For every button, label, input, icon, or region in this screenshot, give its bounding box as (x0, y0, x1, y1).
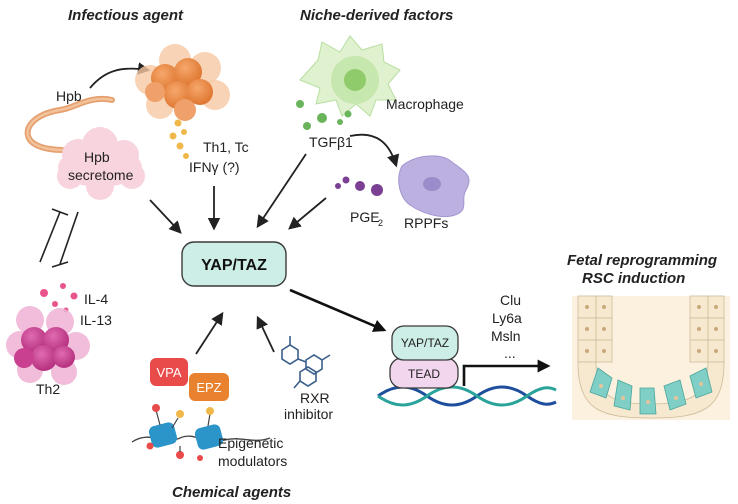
label-hpb-secretome-1: Hpb (84, 149, 110, 165)
tead-label: TEAD (408, 367, 440, 381)
arrow-tgfb1-to-yap (256, 153, 307, 229)
nucleosome-icon (131, 404, 271, 461)
label-th2: Th2 (36, 381, 60, 397)
label-epz: EPZ (196, 380, 221, 395)
label-epigenetic-1: Epigenetic (218, 435, 283, 451)
yap-taz-box (181, 241, 287, 287)
label-rxr-1: RXR (300, 390, 330, 406)
inhibition-lines (39, 208, 79, 268)
yap-taz-small-box (391, 325, 459, 361)
label-tgfb1: TGFβ1 (309, 134, 353, 150)
molecule-icon (169, 119, 189, 159)
molecule-icon (281, 336, 331, 389)
t-cell-cluster-icon (135, 44, 230, 121)
header-infectious-agent: Infectious agent (68, 7, 184, 24)
arrow-transcription (462, 359, 551, 386)
crypt-icon (572, 295, 730, 420)
label-th1-tc: Th1, Tc (203, 139, 249, 155)
arrow-pge2-to-yap (288, 197, 327, 230)
label-ly6a: Ly6a (492, 310, 522, 326)
label-ifng: IFNγ (?) (189, 159, 240, 175)
label-msln: Msln (491, 328, 521, 344)
label-hpb-secretome-2: secretome (68, 167, 134, 183)
label-il4: IL-4 (84, 291, 108, 307)
yap-taz-label: YAP/TAZ (201, 257, 267, 274)
header-niche-factors: Niche-derived factors (300, 7, 453, 24)
macrophage-icon (299, 35, 401, 117)
label-rxr-2: inhibitor (284, 406, 333, 422)
vpa-badge (150, 358, 188, 386)
label-dots: ... (504, 345, 516, 361)
label-rppfs: RPPFs (404, 215, 448, 231)
label-epigenetic-2: modulators (218, 453, 287, 469)
arrow-vpa-to-yap (195, 311, 224, 355)
fibroblast-icon (398, 155, 470, 218)
arrow-tgfb1-to-rppfs (349, 133, 400, 168)
arrow-yap-to-tead (289, 288, 387, 332)
arrow-rxr-to-yap (256, 315, 275, 353)
label-hpb: Hpb (56, 88, 82, 104)
epz-badge (189, 373, 229, 401)
arrow-secretome-to-yap (149, 199, 182, 234)
label-macrophage: Macrophage (386, 96, 464, 112)
label-pge2-subscript: 2 (378, 218, 383, 228)
t-cell-cluster-icon (6, 306, 90, 385)
label-pge2: PGE (350, 209, 380, 225)
header-fetal-reprogramming: Fetal reprogramming (567, 252, 717, 269)
header-rsc-induction: RSC induction (582, 270, 685, 287)
molecule-icon (335, 176, 383, 196)
cloud-icon (57, 127, 145, 200)
header-chemical-agents: Chemical agents (172, 484, 291, 501)
label-vpa: VPA (156, 365, 181, 380)
molecule-icon (296, 100, 352, 130)
label-il13: IL-13 (80, 312, 112, 328)
helminth-icon (24, 95, 115, 153)
label-clu: Clu (500, 292, 521, 308)
yap-taz-small-label: YAP/TAZ (401, 336, 449, 350)
dna-helix-icon (377, 385, 557, 407)
